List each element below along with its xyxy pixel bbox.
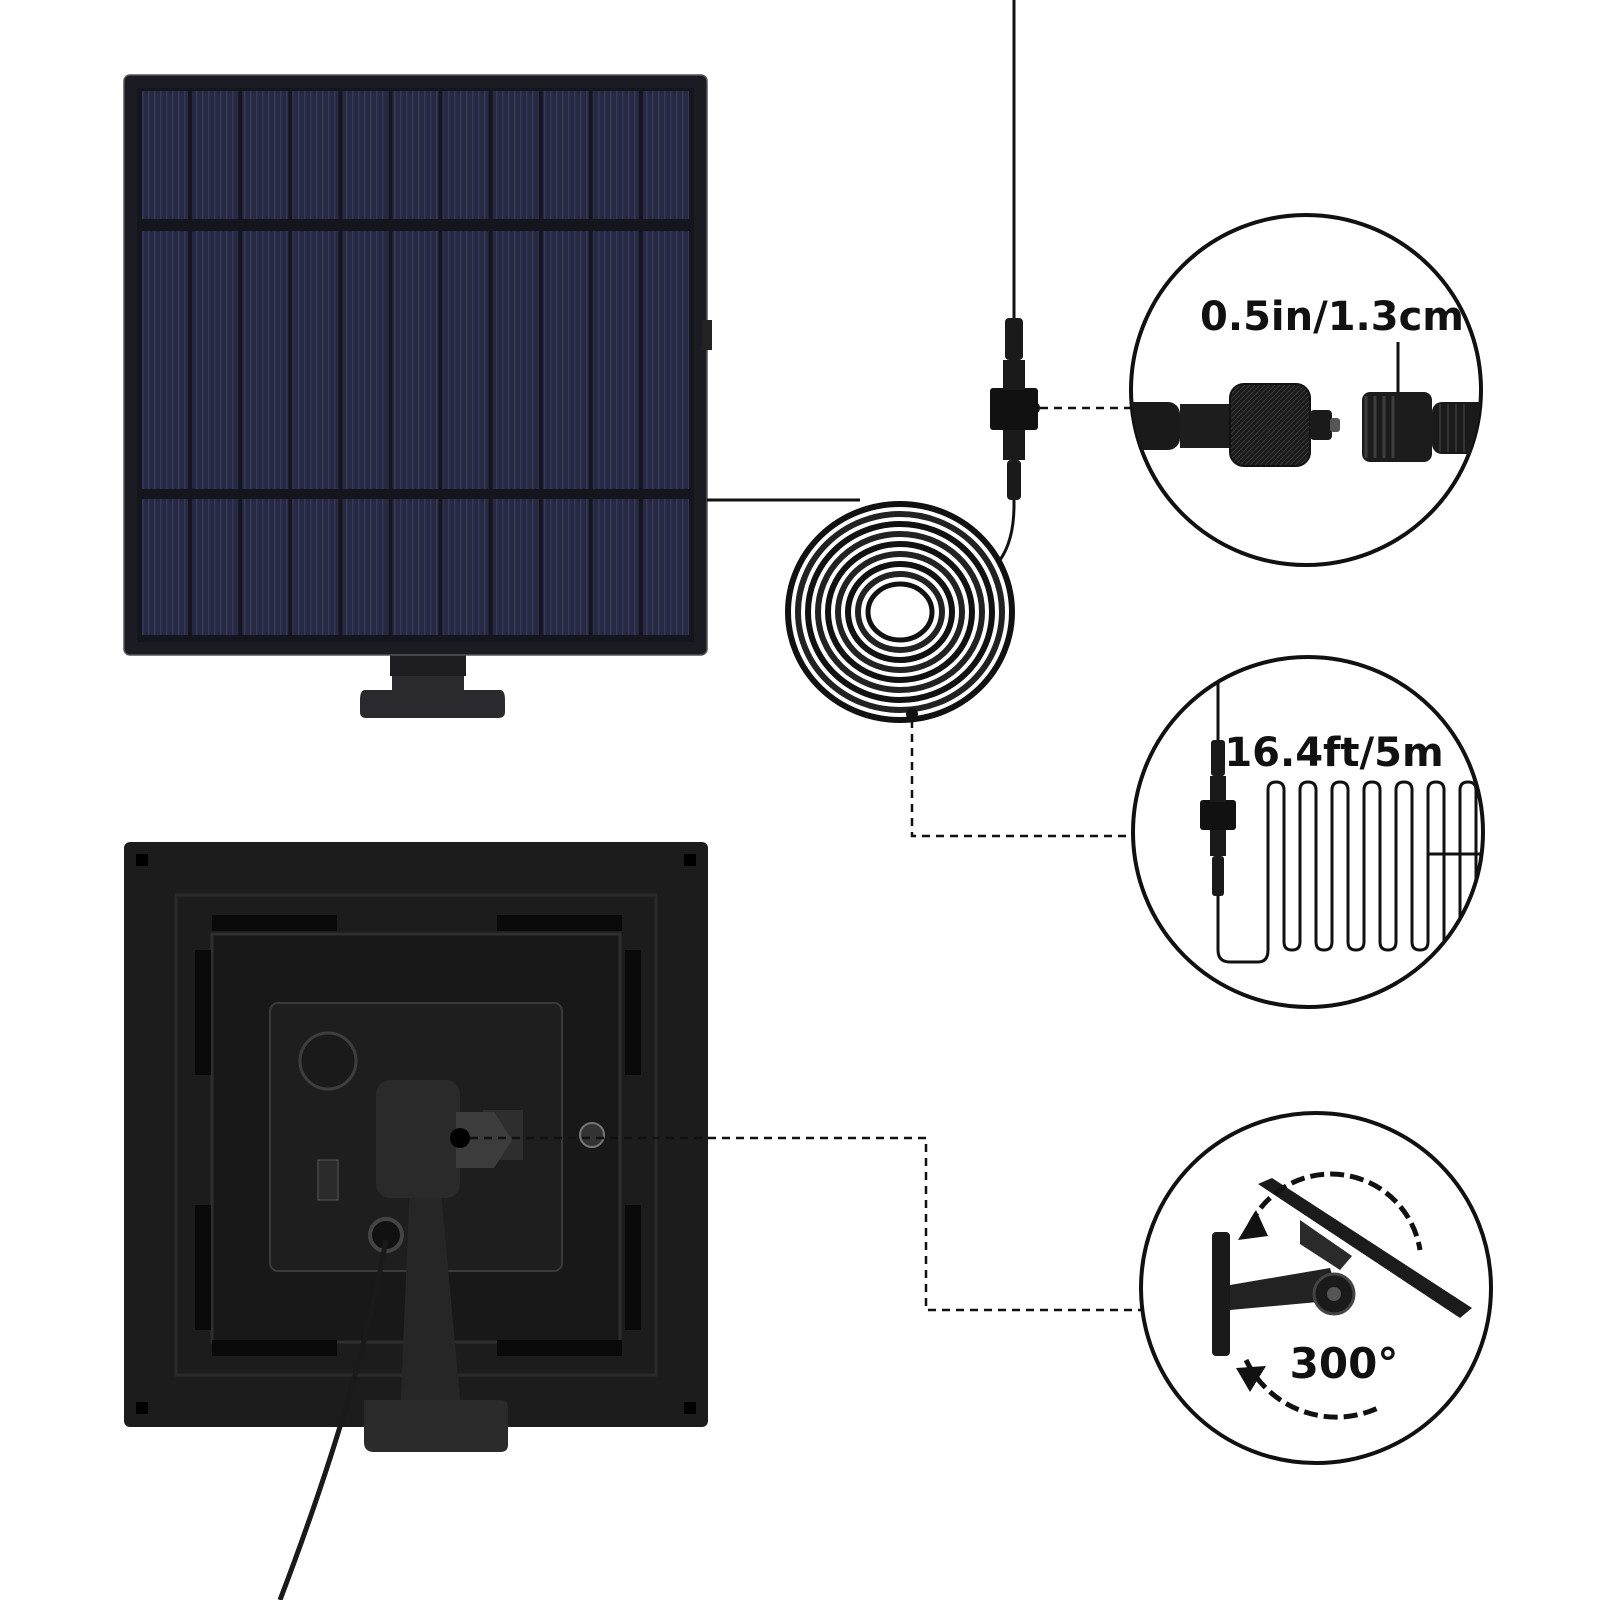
solar-cell — [142, 499, 189, 635]
connector-detail-circle: 0.5in/1.3cm — [1129, 213, 1483, 567]
solar-cell — [342, 231, 389, 489]
cable-length-label: 16.4ft/5m — [1224, 730, 1443, 776]
solar-cell — [592, 499, 639, 635]
solar-cell — [542, 231, 589, 489]
solar-panel-front — [123, 74, 712, 718]
solar-cell — [542, 91, 589, 219]
solar-cell — [442, 231, 489, 489]
solar-cell — [642, 91, 689, 219]
solar-cell — [542, 499, 589, 635]
solar-cell — [142, 231, 189, 489]
solar-cell — [242, 499, 289, 635]
solar-cell — [192, 231, 239, 489]
solar-cell — [392, 231, 439, 489]
solar-cell — [292, 231, 339, 489]
panel-stand-base — [360, 652, 505, 718]
solar-cell — [242, 231, 289, 489]
solar-cell — [442, 499, 489, 635]
solar-cell — [142, 91, 189, 219]
solar-cell — [642, 499, 689, 635]
solar-cell — [642, 231, 689, 489]
solar-cell — [192, 91, 239, 219]
cable-connector — [990, 0, 1038, 500]
callout-connector-line — [1028, 402, 1132, 414]
solar-cell — [392, 91, 439, 219]
callout-coil-line — [906, 708, 1146, 838]
solar-cell — [492, 231, 539, 489]
connector-thread-label: 0.5in/1.3cm — [1200, 294, 1464, 340]
solar-cell — [292, 91, 339, 219]
solar-cell — [492, 91, 539, 219]
callout-bracket-line — [470, 1136, 1152, 1312]
mount-bracket — [277, 1080, 512, 1600]
solar-cell — [342, 499, 389, 635]
solar-cell — [392, 499, 439, 635]
solar-cell — [492, 499, 539, 635]
solar-cell — [342, 91, 389, 219]
rotation-detail-circle: 300° — [1139, 1111, 1493, 1465]
solar-cell — [192, 499, 239, 635]
solar-cell — [442, 91, 489, 219]
cable-coil — [707, 480, 1016, 723]
solar-cell-grid — [142, 91, 689, 635]
cable-length-detail-circle: 16.4ft/5m — [1131, 655, 1485, 1009]
rotation-angle-label: 300° — [1290, 1339, 1399, 1388]
solar-cell — [592, 91, 639, 219]
solar-cell — [292, 499, 339, 635]
solar-cell — [592, 231, 639, 489]
solar-cell — [242, 91, 289, 219]
